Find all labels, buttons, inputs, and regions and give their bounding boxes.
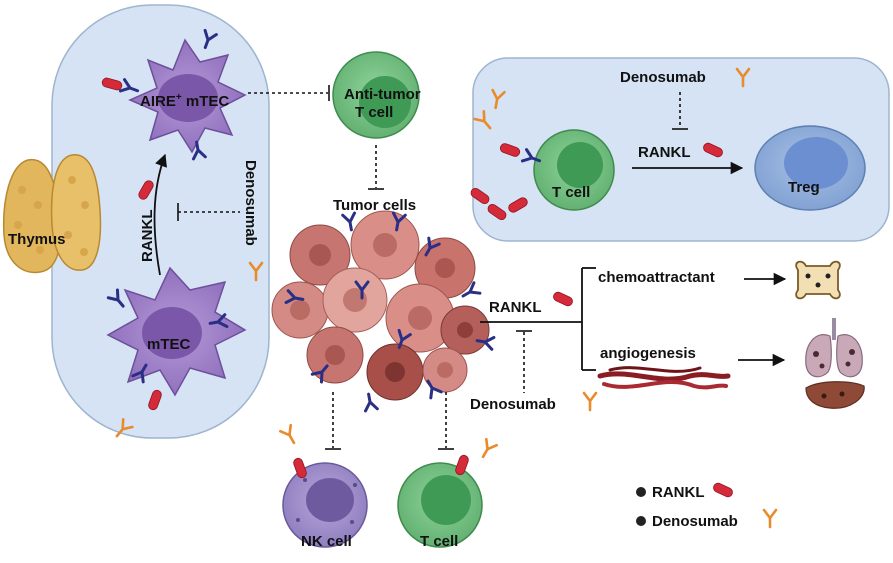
mtec-label: mTEC xyxy=(147,336,191,353)
chemoattractant-label: chemoattractant xyxy=(598,269,715,286)
bottom-tcell-label: T cell xyxy=(420,533,458,550)
angiogenesis-label: angiogenesis xyxy=(600,345,696,362)
denosumab-treg-label: Denosumab xyxy=(620,69,706,86)
lungs-liver-icon xyxy=(805,318,865,409)
nk-cell-label: NK cell xyxy=(301,533,352,550)
denosumab-center-label: Denosumab xyxy=(470,396,556,413)
rankl-treg-label: RANKL xyxy=(638,144,691,161)
anti-tumor-tcell xyxy=(332,51,420,139)
treg-label: Treg xyxy=(788,179,820,196)
treg-cell xyxy=(754,125,866,211)
thymus-label: Thymus xyxy=(8,231,66,248)
aire-mtec-label: AIRE+ mTEC xyxy=(140,92,229,110)
thymus-organ xyxy=(2,154,102,274)
nk-cell xyxy=(279,423,368,548)
denosumab-icon xyxy=(762,508,778,529)
mtec-cell xyxy=(106,266,247,442)
legend-bullet xyxy=(636,516,646,526)
anti-tumor-label-1: Anti-tumor xyxy=(344,86,421,103)
denosumab-icon xyxy=(582,391,598,412)
blood-vessel-icon xyxy=(597,366,731,390)
denosumab-vertical-label: Denosumab xyxy=(242,160,259,246)
aire-mtec-cell xyxy=(100,28,247,161)
rankl-icon xyxy=(551,290,575,308)
rankl-vertical-label: RANKL xyxy=(139,210,156,263)
legend: RANKL Denosumab xyxy=(636,481,778,530)
tumor-cells-label: Tumor cells xyxy=(333,197,416,214)
rankl-center-label: RANKL xyxy=(489,299,542,316)
bone-icon xyxy=(795,260,841,300)
differentiation-arrow xyxy=(153,153,167,276)
anti-tumor-label-2: T cell xyxy=(355,104,393,121)
legend-bullet xyxy=(636,487,646,497)
bottom-tcell xyxy=(397,437,498,548)
legend-denosumab-label: Denosumab xyxy=(652,513,738,530)
treg-panel-tcell xyxy=(473,88,615,211)
rankl-icon xyxy=(711,481,735,499)
legend-rankl-label: RANKL xyxy=(652,484,705,501)
treg-panel-tcell-label: T cell xyxy=(552,184,590,201)
tumor-cluster xyxy=(271,210,496,413)
